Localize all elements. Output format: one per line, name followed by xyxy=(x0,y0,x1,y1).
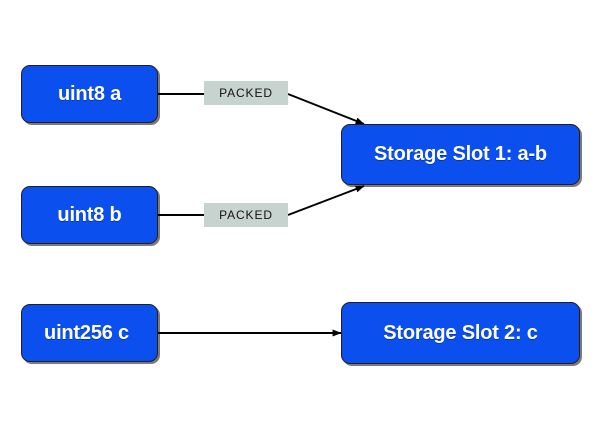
node-uint256-c[interactable]: uint256 c xyxy=(21,304,158,362)
edge-line-b-to-slot1 xyxy=(287,185,365,216)
node-uint8-a[interactable]: uint8 a xyxy=(21,65,158,123)
edge-label-packed-b: PACKED xyxy=(204,203,288,227)
node-storage-slot-2[interactable]: Storage Slot 2: c xyxy=(341,302,580,364)
node-storage-slot-2-label: Storage Slot 2: c xyxy=(383,321,538,344)
node-storage-slot-1[interactable]: Storage Slot 1: a-b xyxy=(341,124,580,185)
node-uint8-a-label: uint8 a xyxy=(57,82,122,105)
edge-line-a-to-slot1 xyxy=(287,93,365,125)
node-uint8-b[interactable]: uint8 b xyxy=(21,186,158,244)
node-uint8-b-label: uint8 b xyxy=(57,203,122,226)
node-storage-slot-1-label: Storage Slot 1: a-b xyxy=(374,143,547,165)
node-uint256-c-label: uint256 c xyxy=(44,321,129,344)
edge-label-packed-a: PACKED xyxy=(204,81,288,105)
